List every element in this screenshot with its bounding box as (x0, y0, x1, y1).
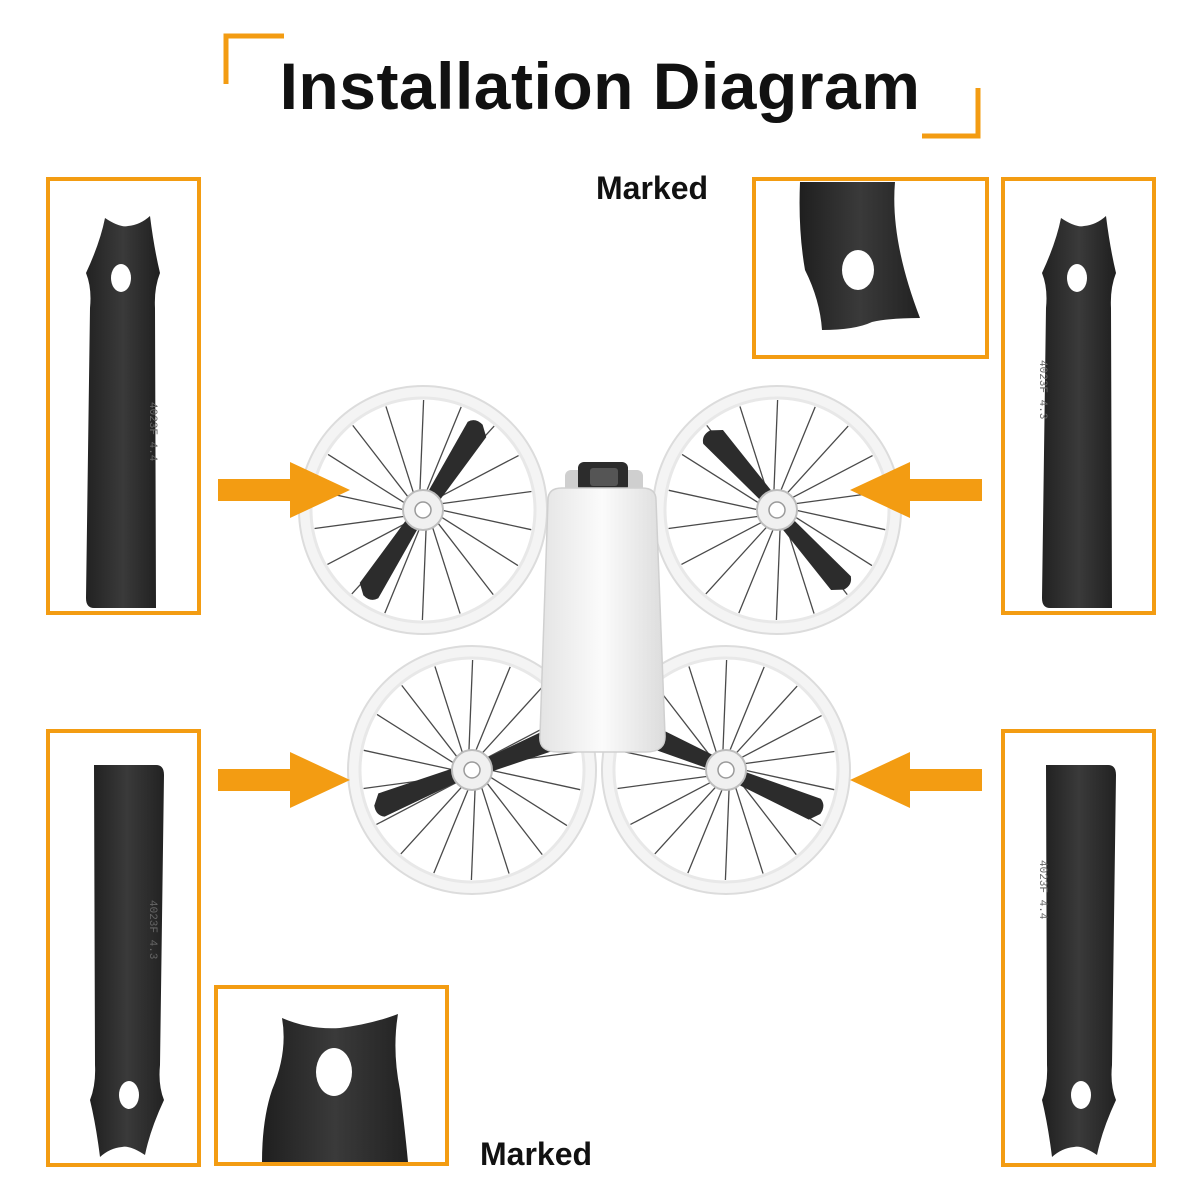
arrow-left-icon (850, 752, 982, 808)
arrow-right-icon (218, 752, 350, 808)
propeller-blade-right-bottom (1042, 765, 1116, 1157)
marked-label-top: Marked (596, 170, 709, 206)
title-bracket-right (922, 88, 981, 139)
frame-right-bottom (1001, 729, 1156, 1167)
marked-blade-closeup-top (799, 182, 920, 330)
frame-marked-top (752, 177, 989, 359)
frame-marked-bottom (214, 985, 449, 1166)
propeller-blade-right-top (1042, 216, 1116, 608)
drone-body (539, 462, 666, 753)
marked-blade-closeup-bottom (262, 1014, 408, 1162)
title-bracket-left (223, 33, 284, 84)
blade-text-left-bottom: 4023F 4.3 (146, 900, 158, 959)
arrow-left-icon (850, 462, 982, 518)
blade-text-right-top: 4023F 4.3 (1036, 360, 1048, 419)
arrow-right-icon (218, 462, 350, 518)
propeller-guard-front-right (652, 385, 902, 635)
frame-left-bottom (46, 729, 201, 1167)
page-title: Installation Diagram (279, 49, 921, 123)
propeller-guard-front-left (298, 385, 548, 635)
frame-left-top (46, 177, 201, 615)
propeller-blade-icon (359, 420, 487, 600)
frame-right-top (1001, 177, 1156, 615)
blade-text-left-top: 4023F 4.4 (146, 402, 158, 462)
blade-text-right-bottom: 4023F 4.4 (1036, 860, 1048, 920)
propeller-blade-icon (702, 430, 852, 590)
propeller-blade-left-bottom (90, 765, 164, 1157)
propeller-guard-rear-left (347, 645, 597, 895)
marked-label-bottom: Marked (480, 1136, 593, 1172)
